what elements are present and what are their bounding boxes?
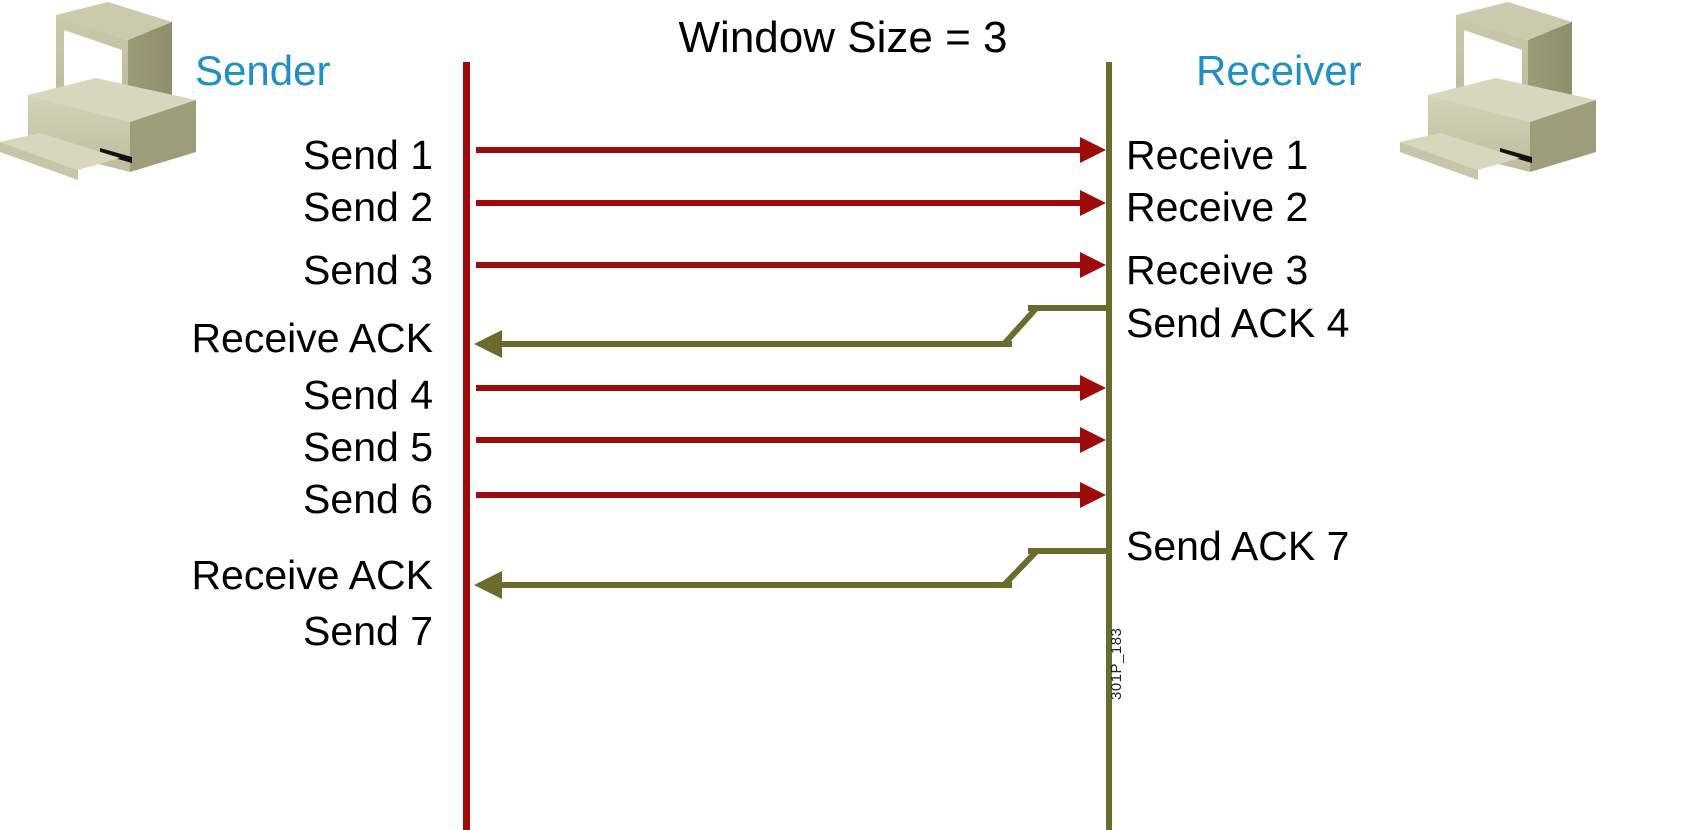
sender-event-send-5: Send 5	[303, 424, 433, 470]
sender-event-send-4: Send 4	[303, 372, 433, 418]
data-arrow-6-head	[1080, 482, 1106, 508]
sender-event-send-2: Send 2	[303, 184, 433, 230]
data-arrow-4-head	[1080, 375, 1106, 401]
data-arrow-1-head	[1080, 137, 1106, 163]
data-arrow-2	[476, 200, 1080, 206]
diagram-title: Window Size = 3	[678, 13, 1008, 62]
receiver-timeline	[1106, 62, 1112, 830]
ack-arrow-2-top-stub	[1028, 548, 1106, 554]
data-arrow-5-head	[1080, 427, 1106, 453]
ack-arrow-1-top-stub	[1028, 305, 1106, 311]
receiver-event-receive-2: Receive 2	[1126, 184, 1309, 230]
receiver-event-send-ack-4: Send ACK 4	[1126, 300, 1350, 346]
sender-event-receive-ack-2: Receive ACK	[191, 552, 433, 598]
sender-event-send-3: Send 3	[303, 247, 433, 293]
sender-computer-icon	[0, 0, 210, 185]
data-arrow-3	[476, 262, 1080, 268]
receiver-label: Receiver	[1196, 47, 1362, 94]
data-arrow-1	[476, 147, 1080, 153]
receiver-event-receive-1: Receive 1	[1126, 132, 1309, 178]
receiver-event-send-ack-7: Send ACK 7	[1126, 523, 1350, 569]
receiver-computer-icon	[1400, 0, 1610, 185]
sender-timeline	[463, 62, 470, 830]
data-arrow-3-head	[1080, 252, 1106, 278]
data-arrow-4	[476, 385, 1080, 391]
sender-event-send-7: Send 7	[303, 608, 433, 654]
sender-event-receive-ack-1: Receive ACK	[191, 315, 433, 361]
sender-event-send-6: Send 6	[303, 476, 433, 522]
data-arrow-6	[476, 492, 1080, 498]
sender-label: Sender	[195, 47, 331, 94]
ack-arrow-1-head	[474, 330, 502, 358]
data-arrow-2-head	[1080, 190, 1106, 216]
data-arrow-5	[476, 437, 1080, 443]
ack-arrow-2-head	[474, 571, 502, 599]
ack-arrow-2-shaft	[500, 582, 1012, 588]
sender-event-send-1: Send 1	[303, 132, 433, 178]
ack-arrow-1-shaft	[500, 341, 1012, 347]
receiver-event-receive-3: Receive 3	[1126, 247, 1309, 293]
slide-id-label: 301P_183	[1108, 627, 1125, 700]
